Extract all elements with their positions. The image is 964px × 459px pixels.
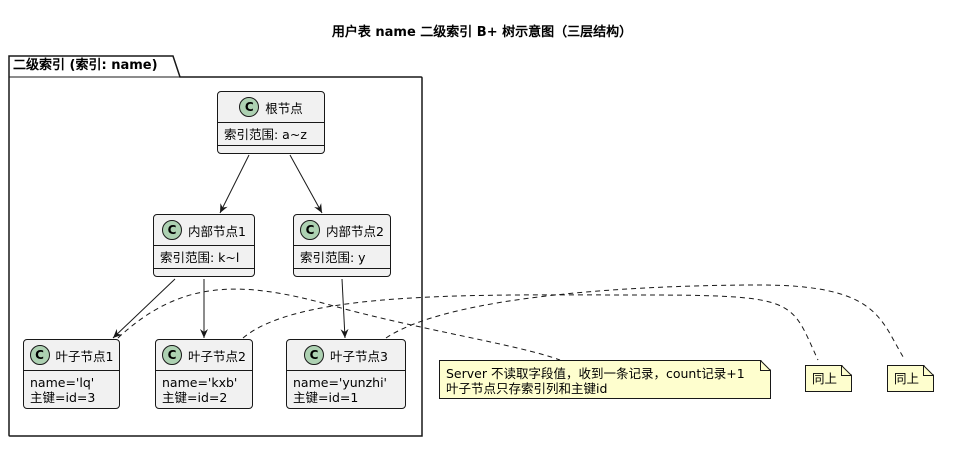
edge-internal1-leaf1 <box>112 278 176 339</box>
class-badge-icon: C <box>162 345 183 365</box>
class-leaf-node-2: C 叶子节点2 name='kxb' 主键=id=2 <box>155 339 253 409</box>
class-name: 内部节点2 <box>326 223 384 239</box>
class-name: 根节点 <box>265 100 303 116</box>
class-internal-node-1: C 内部节点1 索引范围: k~l <box>153 214 255 277</box>
edge-root-internal1 <box>219 154 250 214</box>
class-leaf-node-1: C 叶子节点1 name='lq' 主键=id=3 <box>23 339 120 409</box>
note-line: 同上 <box>894 371 920 386</box>
note-line: 同上 <box>812 371 838 386</box>
note-link-same1 <box>242 294 819 361</box>
class-badge-icon: C <box>304 345 325 365</box>
class-name: 内部节点1 <box>188 223 246 239</box>
class-field: name='lq' <box>30 375 95 390</box>
class-field: name='yunzhi' <box>293 375 387 390</box>
note-link-same2 <box>385 284 906 361</box>
package-label: 二级索引 (索引: name) <box>13 58 158 73</box>
class-root-node: C 根节点 索引范围: a~z <box>217 91 325 154</box>
class-badge-icon: C <box>29 345 50 365</box>
note-link-main <box>117 288 561 361</box>
class-field: 索引范围: k~l <box>160 250 240 265</box>
class-internal-node-2: C 内部节点2 索引范围: y <box>293 214 391 277</box>
class-name: 叶子节点1 <box>55 348 114 364</box>
note-line: Server 不读取字段值，收到一条记录，count记录+1 <box>446 366 745 381</box>
class-badge-icon: C <box>162 220 183 240</box>
class-name: 叶子节点2 <box>188 348 246 364</box>
class-leaf-node-3: C 叶子节点3 name='yunzhi' 主键=id=1 <box>286 339 406 409</box>
class-field: 索引范围: a~z <box>224 127 307 142</box>
class-badge-icon: C <box>239 97 260 117</box>
class-field: 主键=id=2 <box>162 390 228 405</box>
note-main: Server 不读取字段值，收到一条记录，count记录+1 叶子节点只存索引列… <box>439 360 771 399</box>
class-field: 主键=id=3 <box>30 390 96 405</box>
note-line: 叶子节点只存索引列和主键id <box>446 381 608 396</box>
class-field: 索引范围: y <box>300 250 366 265</box>
edge-internal2-leaf3 <box>340 278 349 339</box>
note-same-1: 同上 <box>805 365 852 392</box>
diagram-title: 用户表 name 二级索引 B+ 树示意图（三层结构） <box>331 25 633 40</box>
edge-root-internal2 <box>289 154 323 214</box>
class-field: 主键=id=1 <box>293 390 359 405</box>
class-name: 叶子节点3 <box>330 348 388 364</box>
class-badge-icon: C <box>300 220 321 240</box>
package-frame <box>8 55 423 437</box>
class-field: name='kxb' <box>162 375 238 390</box>
note-same-2: 同上 <box>887 365 934 392</box>
